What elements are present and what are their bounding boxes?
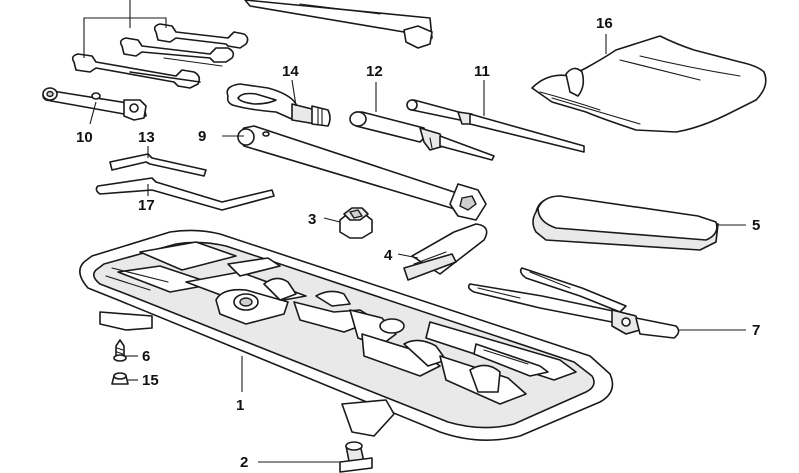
callout-10: 10 [76,129,93,146]
tool-bag [531,35,767,133]
callout-2: 2 [240,454,248,471]
bolt [339,441,373,473]
plug-insert [339,207,373,239]
screw [113,339,127,362]
callout-12: 12 [366,63,383,80]
tool-tray [79,229,614,441]
callout-9: 9 [198,128,206,145]
callout-4: 4 [384,247,393,264]
callout-13: 13 [138,129,155,146]
callout-16: 16 [596,15,613,32]
callout-17: 17 [138,197,155,214]
callout-7: 7 [752,322,760,339]
towing-eye [226,83,331,127]
leader-3 [323,217,341,223]
box-spanner [42,87,147,121]
callout-11: 11 [474,63,490,80]
allen-key-small [109,153,207,177]
leader-4 [397,253,419,259]
screwdriver-blade [406,99,585,153]
leader-14 [291,79,297,107]
callout-15: 15 [142,372,159,389]
callout-1: 1 [236,397,244,414]
partial-tool-top [244,0,433,49]
nut [111,372,129,385]
pliers [467,267,680,339]
wheel-brace [237,125,487,221]
strap [403,223,488,281]
callout-5: 5 [752,217,760,234]
callout-6: 6 [142,348,150,365]
allen-key-large [95,177,275,211]
callout-14: 14 [282,63,299,80]
screwdriver [349,111,495,161]
wrench-bundle-leader [83,0,167,58]
callout-3: 3 [308,211,316,228]
cover-plate [532,195,719,251]
wrench-set [71,23,249,89]
leader-10 [89,101,97,125]
